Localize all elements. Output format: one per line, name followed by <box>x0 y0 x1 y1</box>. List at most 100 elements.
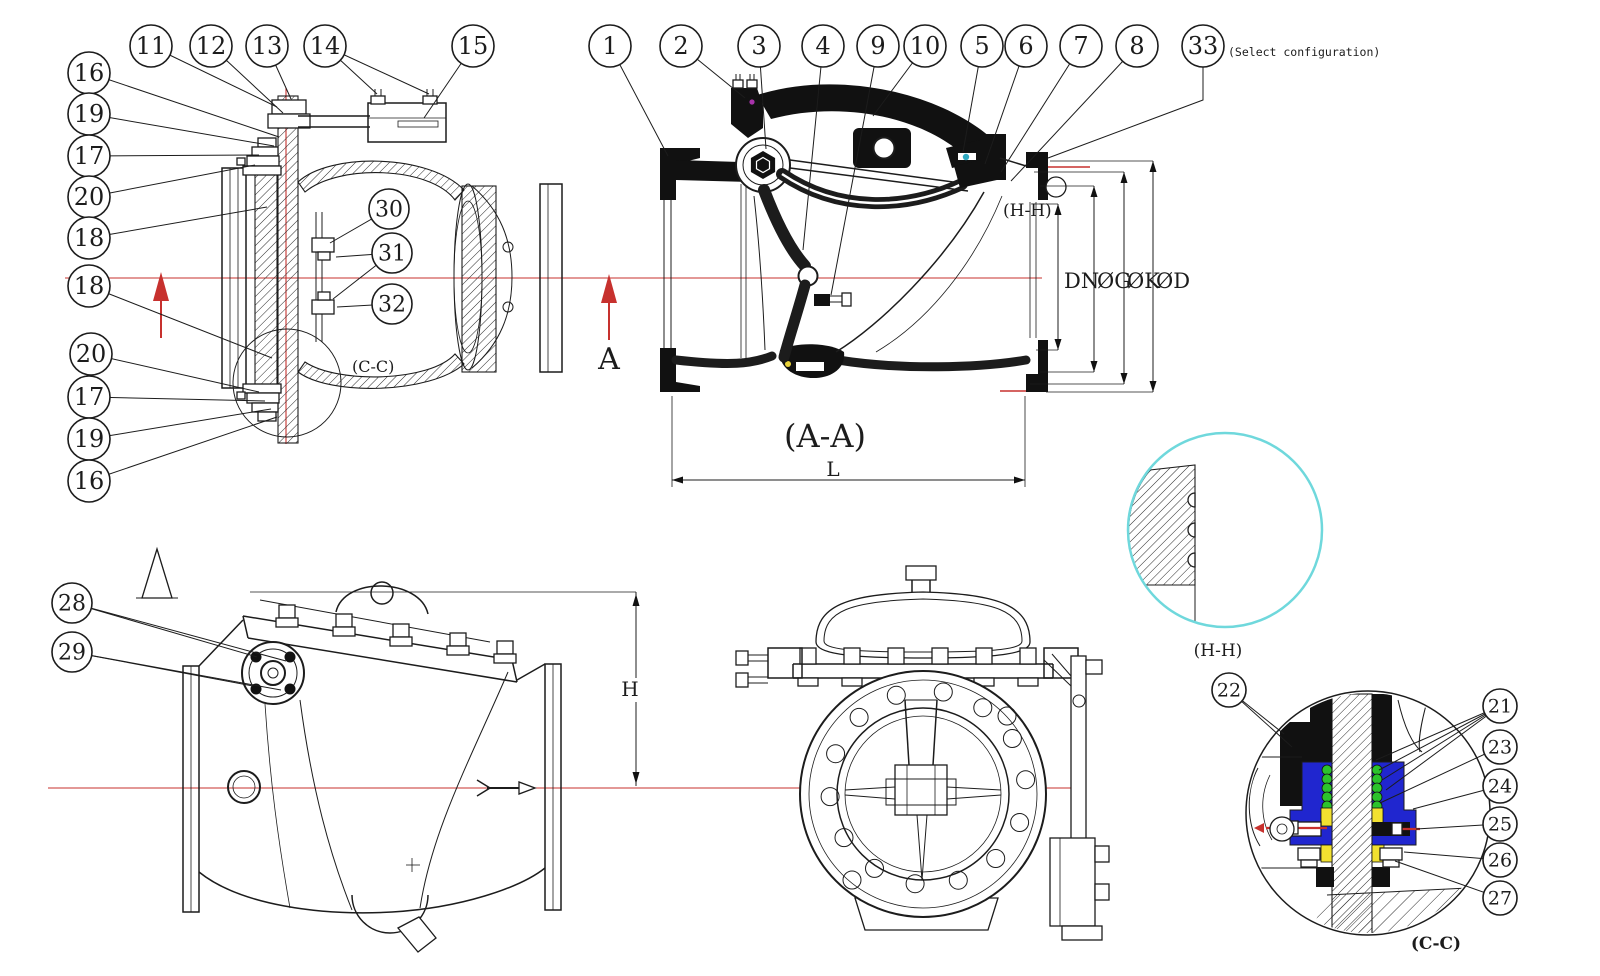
callout-balloon-4: 4 <box>801 24 845 68</box>
leader-line-8 <box>1010 45 1138 182</box>
callout-balloon-1: 1 <box>588 24 632 68</box>
balloon-circle <box>1115 24 1159 68</box>
balloon-circle <box>1004 24 1048 68</box>
leader-line-18 <box>88 285 273 359</box>
flow-arrow <box>476 779 537 797</box>
balloon-number: 7 <box>1073 32 1088 60</box>
bonnet-bolts <box>275 604 517 664</box>
label-section-arrow-letter-A: A <box>597 342 620 377</box>
leader-line-11 <box>150 45 278 108</box>
balloon-circle <box>1482 729 1518 765</box>
label-dim-height-H: H <box>621 677 638 701</box>
label-section-title-cc-view: (C-C) <box>352 357 394 376</box>
callout-balloon-16: 16 <box>67 459 111 503</box>
balloon-circle <box>67 459 111 503</box>
balloon-number: 14 <box>310 32 341 60</box>
balloon-number: 21 <box>1488 695 1512 717</box>
leader-line-17 <box>88 154 260 157</box>
balloon-circle <box>1482 768 1518 804</box>
balloon-circle <box>1482 842 1518 878</box>
balloon-circle <box>1482 688 1518 724</box>
cover-plate <box>815 591 1031 659</box>
balloon-number: 30 <box>375 198 403 223</box>
balloon-circle <box>189 24 233 68</box>
balloon-number: 18 <box>74 224 105 252</box>
leader-line-21 <box>1385 705 1501 791</box>
hinge-pin-section <box>1331 693 1373 933</box>
callout-balloon-26: 26 <box>1482 842 1518 878</box>
balloon-circle <box>801 24 845 68</box>
balloon-circle <box>1211 672 1247 708</box>
leader-line-19 <box>88 113 275 147</box>
callout-balloon-18: 18 <box>67 216 111 260</box>
balloon-circle <box>67 264 111 308</box>
diameter-dimensions <box>1030 160 1157 393</box>
spring-left <box>1321 764 1333 812</box>
balloon-circle <box>245 24 289 68</box>
detail-cc <box>1245 690 1491 936</box>
callout-balloon-27: 27 <box>1482 880 1518 916</box>
balloon-circle <box>451 24 495 68</box>
balloon-circle <box>1482 880 1518 916</box>
balloon-number: 31 <box>378 242 406 267</box>
height-dimension <box>250 591 642 786</box>
callout-balloon-28: 28 <box>51 582 93 624</box>
balloon-circle <box>856 24 900 68</box>
callout-balloon-17: 17 <box>67 134 111 178</box>
left-side-bracket <box>767 647 803 679</box>
callout-balloon-20: 20 <box>67 175 111 219</box>
leader-line-27 <box>1394 860 1501 899</box>
balloon-circle <box>659 24 703 68</box>
leader-line-19 <box>88 408 272 440</box>
balloon-number: 17 <box>74 142 105 170</box>
spring-right <box>1371 764 1383 812</box>
body-shell-bottom <box>297 353 465 389</box>
hinge-bracket <box>731 88 763 138</box>
balloon-number: 26 <box>1488 849 1512 871</box>
callout-balloon-14: 14 <box>303 24 347 68</box>
label-label-hh-detail: (H-H) <box>1194 641 1243 661</box>
callout-balloon-17: 17 <box>67 375 111 419</box>
label-note-select-configuration: (Select configuration) <box>1228 45 1380 59</box>
balloon-circle <box>371 232 413 274</box>
right-pipe-flange <box>539 183 563 373</box>
leader-line-23 <box>1379 746 1501 804</box>
view-section-cc <box>221 89 563 444</box>
callout-balloon-22: 22 <box>1211 672 1247 708</box>
callout-balloon-24: 24 <box>1482 768 1518 804</box>
aa-left-flange-top <box>660 148 700 200</box>
label-layer: (C-C)(A-A)LDNØGØKØD(H-H)(H-H)(C-C)(Selec… <box>352 45 1461 954</box>
balloon-number: 19 <box>74 425 105 453</box>
leader-line-21 <box>1375 705 1501 761</box>
callout-balloon-5: 5 <box>960 24 1004 68</box>
balloon-circle <box>129 24 173 68</box>
balloon-number: 3 <box>751 32 766 60</box>
bottom-pot <box>351 894 429 934</box>
balloon-number: 6 <box>1018 32 1033 60</box>
balloon-circle <box>51 582 93 624</box>
thread-serration <box>1187 492 1196 508</box>
counterweight <box>1049 837 1096 927</box>
leader-line-21 <box>1381 705 1501 781</box>
balloon-circle <box>1059 24 1103 68</box>
callout-balloon-20: 20 <box>69 332 113 376</box>
hinge-pin <box>277 95 299 444</box>
balloon-number: 28 <box>58 592 86 617</box>
leader-line-18 <box>88 206 268 239</box>
callout-balloon-13: 13 <box>245 24 289 68</box>
balloon-circle <box>903 24 947 68</box>
callout-balloon-16: 16 <box>67 51 111 95</box>
leader-line-17 <box>88 396 266 402</box>
hh-hatched-section <box>1128 464 1196 586</box>
balloon-number: 20 <box>74 183 105 211</box>
balloon-number: 27 <box>1488 887 1512 909</box>
callout-balloon-31: 31 <box>371 232 413 274</box>
callout-balloon-25: 25 <box>1482 806 1518 842</box>
balloon-number: 15 <box>458 32 489 60</box>
label-label-hh-inline: (H-H) <box>1003 201 1052 221</box>
callout-balloon-12: 12 <box>189 24 233 68</box>
lifting-lug <box>335 585 429 615</box>
